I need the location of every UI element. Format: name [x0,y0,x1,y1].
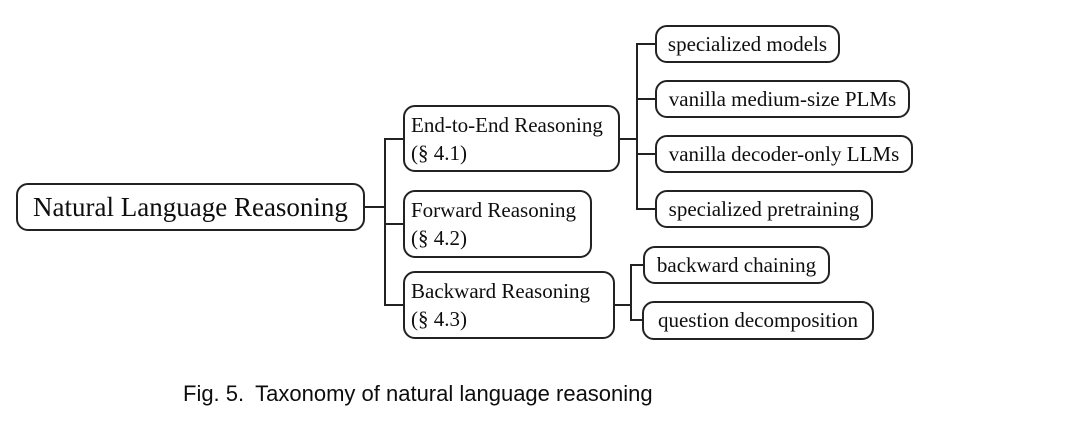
branch-label: End-to-End Reasoning [411,113,603,137]
root-node-label: Natural Language Reasoning [33,191,348,222]
connector-root-trunk [384,138,386,306]
node-end-to-end-reasoning: End-to-End Reasoning (§ 4.1) [403,105,620,172]
figure-caption-number: Fig. 5. [183,381,245,406]
branch-section-ref: (§ 4.2) [411,226,467,250]
connector-root-stub [364,206,385,208]
node-natural-language-reasoning: Natural Language Reasoning [16,183,365,231]
connector-leaf-specialized-pretraining-stub [636,208,655,210]
node-specialized-pretraining: specialized pretraining [655,190,873,228]
node-specialized-models: specialized models [655,25,840,63]
leaf-label: backward chaining [656,252,817,277]
branch-label: Backward Reasoning [411,279,591,303]
node-vanilla-decoder-only-llms: vanilla decoder-only LLMs [655,135,913,173]
connector-leaf-specialized-models-stub [636,43,655,45]
branch-section-ref: (§ 4.1) [411,141,467,165]
connector-branch-fwd-stub [384,223,403,225]
node-question-decomposition: question decomposition [642,301,874,340]
leaf-label: specialized pretraining [668,196,860,221]
connector-branch-e2e-stub [384,138,403,140]
connector-bwd-trunk [630,264,632,321]
leaf-label: vanilla decoder-only LLMs [668,141,900,166]
figure-caption: Fig. 5. Taxonomy of natural language rea… [183,381,653,407]
node-forward-reasoning: Forward Reasoning (§ 4.2) [403,190,592,258]
connector-bwd-stub [614,304,632,306]
connector-e2e-stub [619,138,638,140]
figure-caption-text: Taxonomy of natural language reasoning [255,381,653,406]
node-backward-reasoning: Backward Reasoning (§ 4.3) [403,271,615,339]
connector-leaf-vanilla-llms-stub [636,153,655,155]
node-backward-chaining: backward chaining [643,246,830,284]
connector-leaf-backward-chaining-stub [630,264,643,266]
branch-section-ref: (§ 4.3) [411,307,467,331]
connector-leaf-vanilla-plms-stub [636,98,655,100]
connector-branch-bwd-stub [384,304,403,306]
connector-e2e-trunk [636,43,638,210]
node-vanilla-medium-size-plms: vanilla medium-size PLMs [655,80,910,118]
branch-label: Forward Reasoning [411,198,577,222]
leaf-label: specialized models [667,31,828,56]
connector-leaf-question-decomposition-stub [630,319,643,321]
leaf-label: vanilla medium-size PLMs [668,86,897,111]
leaf-label: question decomposition [657,308,859,332]
